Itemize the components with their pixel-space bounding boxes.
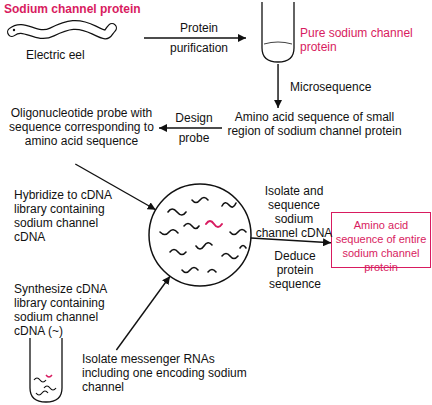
step-note: Deduce protein sequence [256, 249, 334, 291]
edge-label: Synthesize cDNA library containing sodiu… [14, 282, 114, 338]
cdna-squiggle [168, 209, 186, 215]
cdna-squiggle [240, 246, 246, 249]
circle-border [149, 184, 251, 286]
partial-sequence: Amino acid sequence of small region of s… [222, 108, 407, 156]
cdna-squiggle [182, 268, 198, 273]
flow-arrow [159, 127, 222, 128]
partial-sequence-text: Amino acid sequence of small region of s… [222, 110, 407, 138]
test-tube [262, 2, 294, 62]
probe-text: Oligonucleotide probe with sequence corr… [4, 106, 159, 148]
test-tube-liquid [264, 42, 292, 44]
edge-label: Hybridize to cDNA library containing sod… [14, 188, 118, 244]
cdna-squiggle [222, 203, 236, 207]
cdna-squiggle [192, 198, 208, 203]
circle-outline [148, 183, 252, 287]
cdna-squiggle [230, 230, 246, 235]
cdna-squiggle [222, 254, 238, 259]
edge-label: Protein purification [162, 18, 236, 58]
mrna-squiggle [36, 391, 48, 395]
eel-body [12, 25, 112, 35]
flow-arrow [251, 238, 331, 243]
flow-arrow [116, 276, 170, 350]
mrna-text: Isolate messenger RNAs including one enc… [82, 352, 254, 394]
cdna-squiggle [184, 224, 199, 229]
eel-illustration [12, 25, 112, 35]
mrna-squiggle [34, 378, 46, 382]
purified-protein-label: Pure sodium channel protein [300, 26, 428, 54]
mrna-step: Isolate messenger RNAs including one enc… [82, 350, 254, 396]
organism-protein-heading: Sodium channel protein [4, 2, 144, 16]
cdna-squiggle [196, 243, 212, 249]
cdna-library-contents [160, 198, 246, 273]
cdna-squiggle [208, 270, 216, 273]
test-tube [30, 338, 62, 402]
edge-label: Design probe [166, 108, 222, 148]
flow-arrow [144, 37, 246, 38]
result-text: Amino acid sequence of entire sodium cha… [334, 218, 428, 274]
edge-label: Isolate and sequence sodium channel cDNA [254, 184, 334, 240]
cdna-squiggle-highlight [206, 221, 222, 227]
mrna-squiggle [44, 386, 56, 390]
mrna-test-tube [30, 338, 62, 402]
cdna-library-circle [148, 183, 252, 287]
edge-label: Microsequence [290, 80, 390, 94]
eel-outline [12, 25, 112, 35]
mrna-squiggle-highlight [46, 375, 52, 377]
cdna-squiggle [160, 230, 178, 235]
flow-arrow [277, 64, 278, 108]
purified-protein: Pure sodium channel protein [246, 2, 428, 64]
flow-arrow [75, 164, 155, 210]
result-box: Amino acid sequence of entire sodium cha… [331, 212, 431, 268]
oligonucleotide-probe: Oligonucleotide probe with sequence corr… [4, 104, 159, 164]
eel-eye [13, 29, 15, 31]
source-organism: Sodium channel proteinElectric eel [4, 2, 144, 64]
cdna-squiggle [170, 250, 186, 255]
organism-name: Electric eel [26, 48, 136, 62]
